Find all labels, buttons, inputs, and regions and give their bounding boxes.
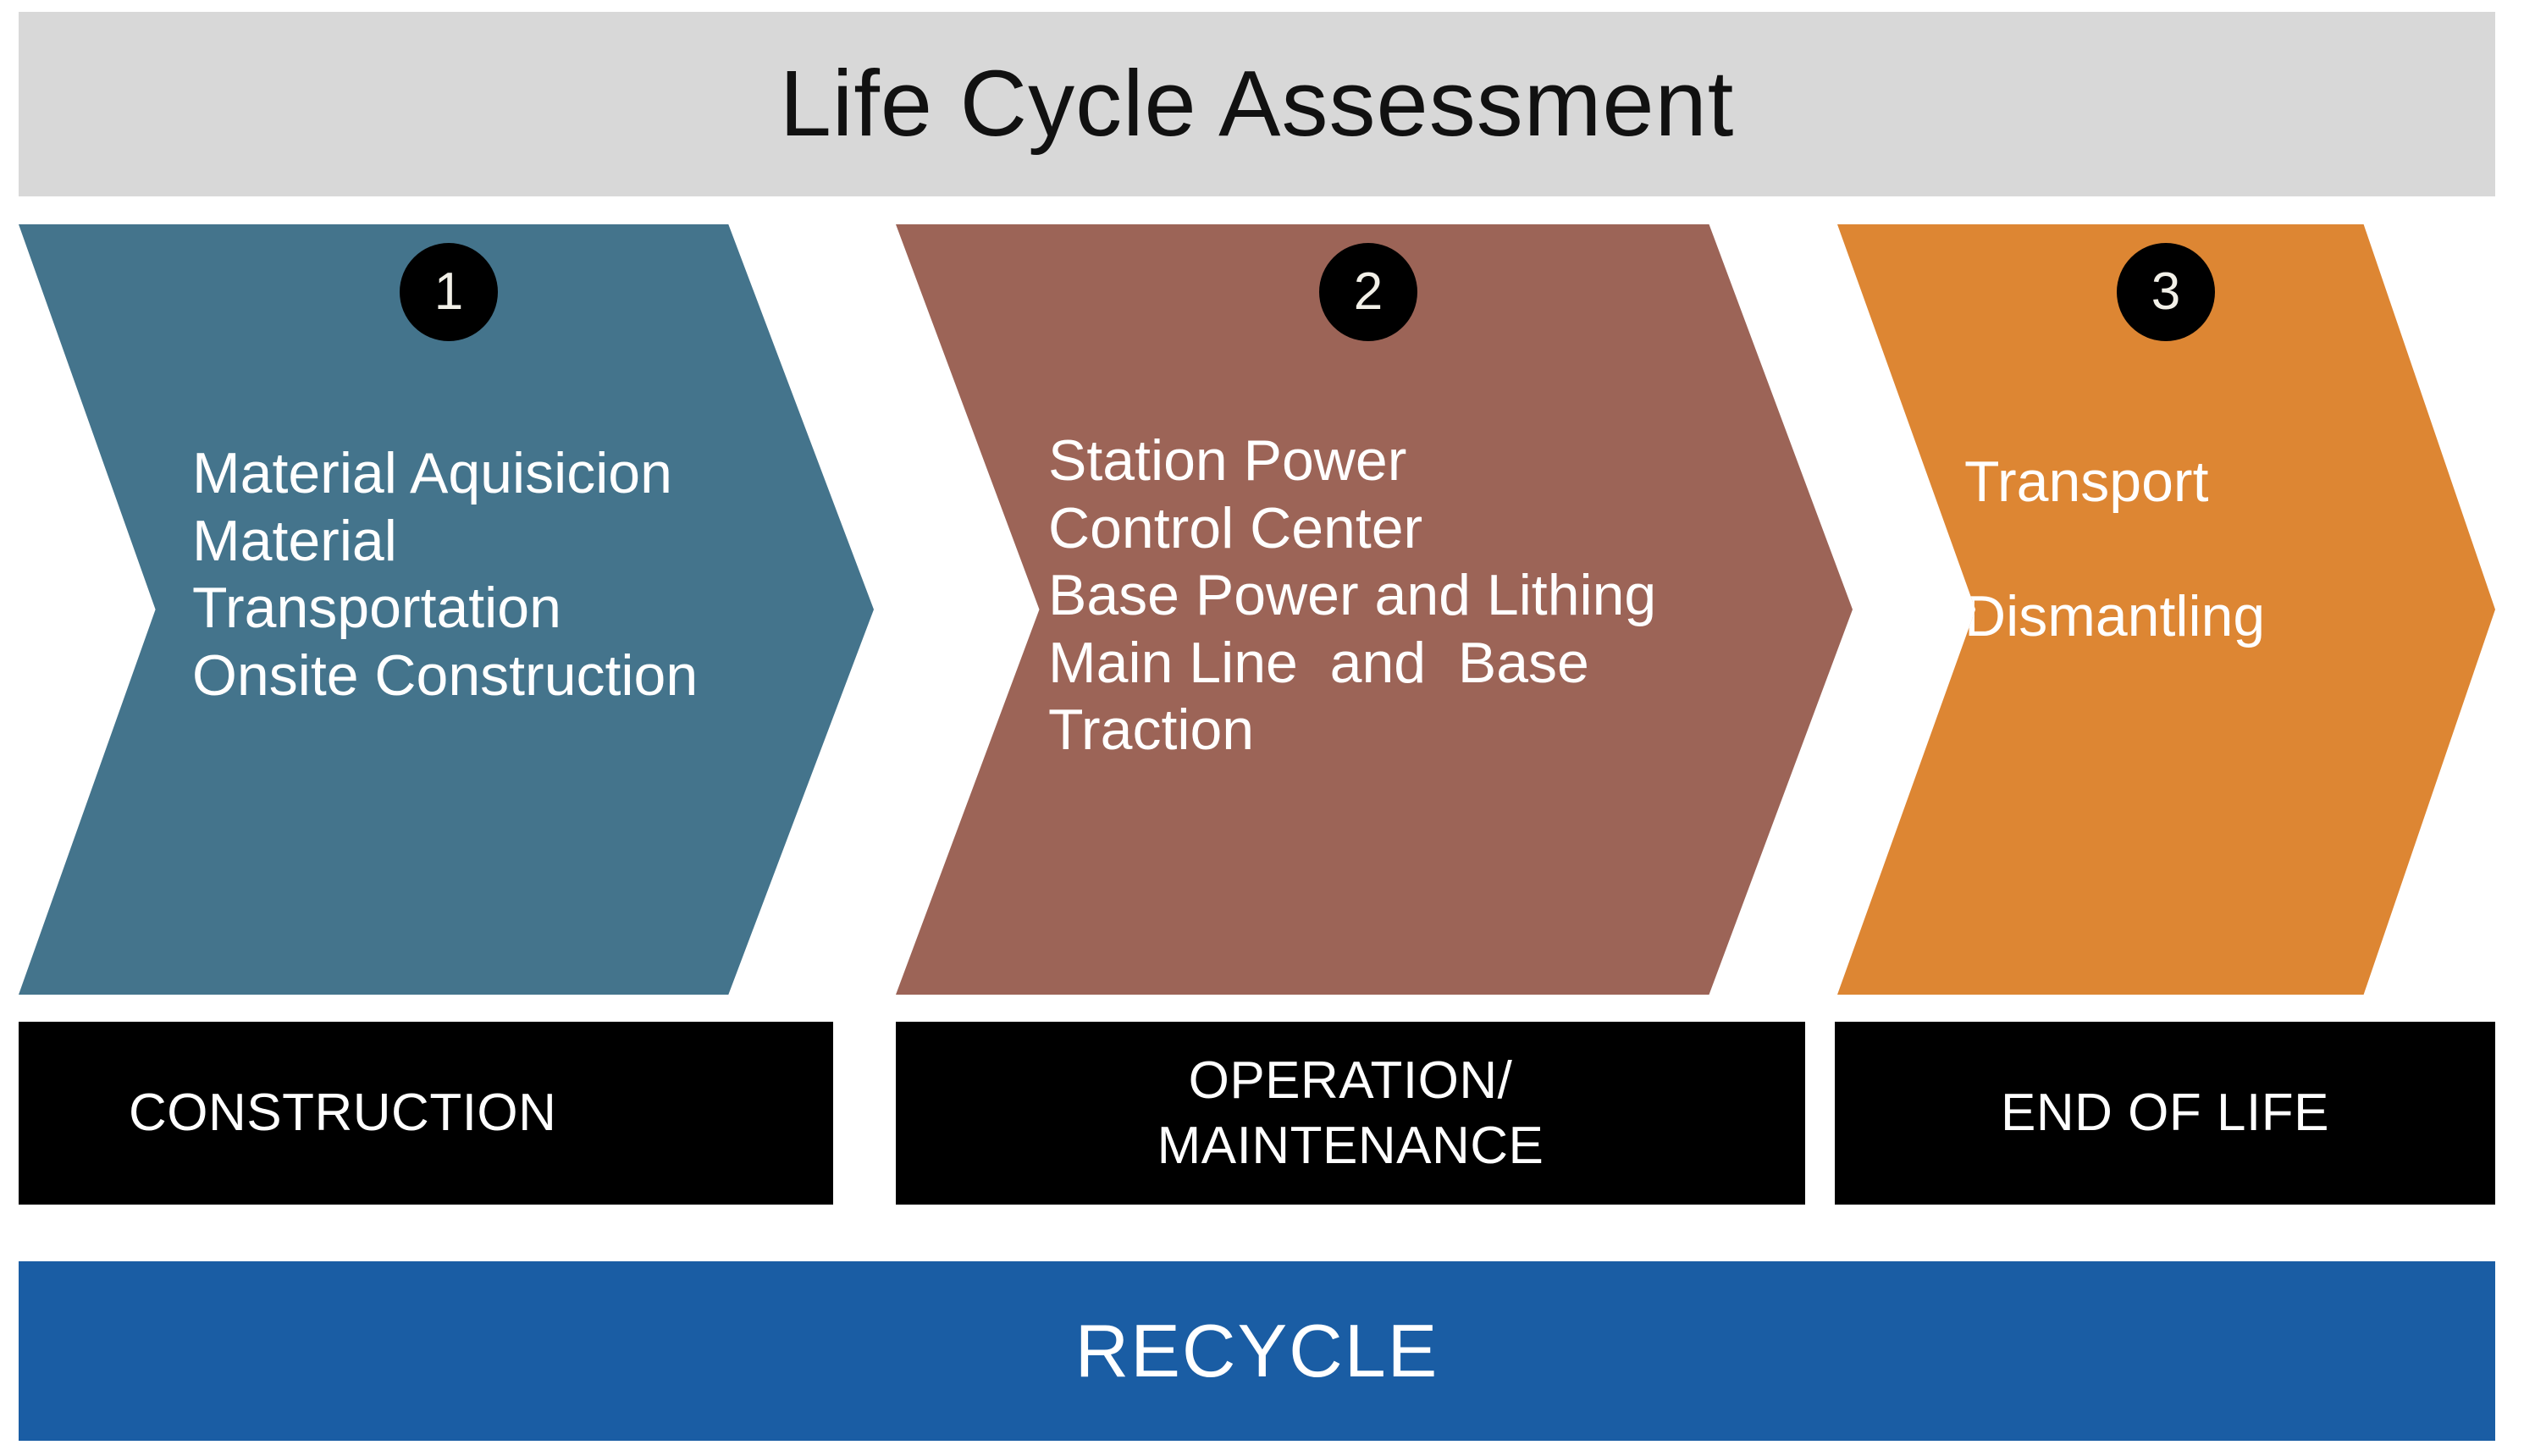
stage-number-badge: 1: [400, 243, 498, 341]
stage-label-end-of-life: END OF LIFE: [1835, 1022, 2495, 1205]
stage-items-construction: Material Aquisicion Material Transportat…: [192, 441, 699, 708]
stage-label-construction: CONSTRUCTION: [19, 1022, 833, 1205]
recycle-label: RECYCLE: [1074, 1309, 1439, 1393]
header-banner: Life Cycle Assessment: [19, 12, 2495, 196]
stage-chevron-construction[interactable]: 1 Material Aquisicion Material Transport…: [19, 224, 874, 995]
stage-label-text: CONSTRUCTION: [129, 1084, 557, 1143]
recycle-bar: RECYCLE: [19, 1261, 2495, 1441]
stage-chevron-end-of-life[interactable]: 3 Transport Dismantling: [1837, 224, 2495, 995]
stage-items-operation: Station Power Control Center Base Power …: [1048, 428, 1657, 763]
stage-label-text: END OF LIFE: [2001, 1084, 2329, 1143]
stage-label-operation-maintenance: OPERATION/ MAINTENANCE: [896, 1022, 1805, 1205]
stage-number-badge: 3: [2117, 243, 2215, 341]
stage-number-badge: 2: [1319, 243, 1417, 341]
page-title: Life Cycle Assessment: [779, 52, 1735, 156]
stage-chevron-operation[interactable]: 2 Station Power Control Center Base Powe…: [896, 224, 1853, 995]
stage-items-end-of-life: Transport Dismantling: [1964, 449, 2266, 649]
lifecycle-stage-row: 1 Material Aquisicion Material Transport…: [0, 224, 2524, 995]
stage-label-text: OPERATION/ MAINTENANCE: [1157, 1051, 1544, 1176]
